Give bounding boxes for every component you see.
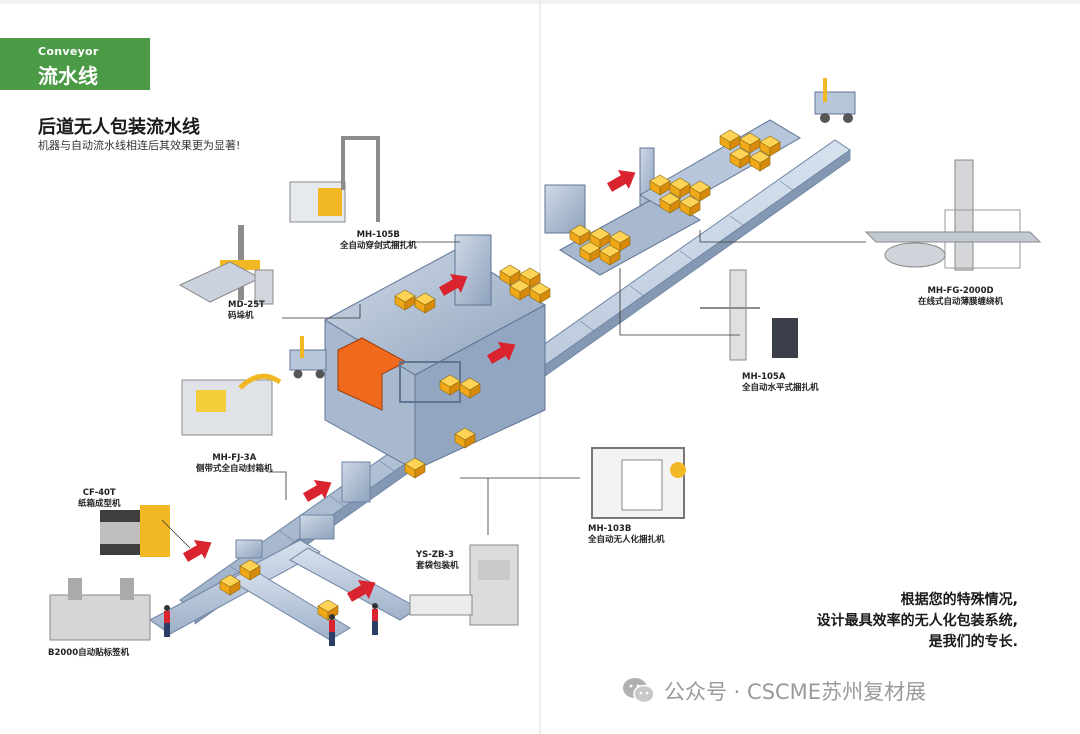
- machine-name: 码垛机: [228, 311, 254, 321]
- slogan: 根据您的特殊情况, 设计最具效率的无人化包装系统, 是我们的专长.: [817, 590, 1018, 653]
- label-cf-40t: CF-40T 纸箱成型机: [78, 488, 121, 510]
- section-label-cn: 流水线: [38, 64, 98, 88]
- machine-name: 在线式自动薄膜缠绕机: [918, 297, 1004, 307]
- machine-name: 侧带式全自动封箱机: [196, 464, 273, 474]
- machine-mh-103b-image: [591, 447, 686, 519]
- machine-name: 套袋包装机: [416, 561, 459, 571]
- machine-mh-fj-3a-image: [181, 373, 282, 436]
- slogan-line: 设计最具效率的无人化包装系统,: [816, 613, 1018, 629]
- model-code: MH-105B: [356, 230, 400, 240]
- machine-name: 纸箱成型机: [78, 499, 121, 509]
- wechat-icon: [623, 678, 655, 704]
- watermark-text: 公众号 · CSCME苏州复材展: [664, 680, 927, 704]
- model-code: CF-40T: [82, 488, 116, 498]
- palletizing-cell: [323, 234, 547, 471]
- label-mh-105a: MH-105A 全自动水平式捆扎机: [742, 372, 819, 394]
- machine-mh-fg-2000d-image: [864, 159, 1042, 271]
- label-b2000: B2000自动贴标签机: [48, 648, 129, 659]
- model-code: MH-FJ-3A: [212, 453, 257, 463]
- machine-name: 全自动水平式捆扎机: [742, 383, 819, 393]
- machine-ys-zb-3-image: [409, 544, 519, 626]
- label-mh-105b: MH-105B 全自动穿剑式捆扎机: [340, 230, 417, 252]
- workers: [164, 603, 378, 646]
- machine-b2000-image: [49, 578, 151, 641]
- section-banner: Conveyor 流水线: [0, 38, 150, 90]
- machine-name: 全自动穿剑式捆扎机: [340, 241, 417, 251]
- machine-cf-40t-image: [100, 505, 170, 557]
- machine-md-25t-image: [178, 225, 274, 305]
- forklift-left: [289, 336, 327, 379]
- label-ys-zb-3: YS-ZB-3 套袋包装机: [416, 550, 459, 572]
- section-label-en: Conveyor: [38, 45, 99, 58]
- label-md-25t: MD-25T 码垛机: [228, 300, 265, 322]
- label-mh-fj-3a: MH-FJ-3A 侧带式全自动封箱机: [196, 453, 273, 475]
- machine-name: 全自动无人化捆扎机: [588, 535, 665, 545]
- model-code: YS-ZB-3: [416, 550, 454, 560]
- slogan-line: 是我们的专长.: [928, 634, 1018, 650]
- model-code: MH-FG-2000D: [927, 286, 994, 296]
- slogan-line: 根据您的特殊情况,: [900, 592, 1018, 608]
- label-mh-fg-2000d: MH-FG-2000D 在线式自动薄膜缠绕机: [918, 286, 1003, 308]
- machine-mh-105b-image: [289, 136, 380, 223]
- forklift-top: [814, 78, 856, 123]
- label-mh-103b: MH-103B 全自动无人化捆扎机: [588, 524, 665, 546]
- model-code: MH-103B: [588, 524, 632, 534]
- watermark: 公众号 · CSCME苏州复材展: [622, 674, 926, 708]
- page-subtitle: 机器与自动流水线相连后其效果更为显著!: [38, 139, 241, 152]
- page-title: 后道无人包装流水线: [38, 117, 200, 138]
- model-code: MD-25T: [228, 300, 265, 310]
- machine-mh-105a-image: [700, 269, 798, 361]
- model-code: MH-105A: [742, 372, 786, 382]
- model-code: B2000自动贴标签机: [48, 648, 130, 658]
- leader-lines: [161, 230, 866, 549]
